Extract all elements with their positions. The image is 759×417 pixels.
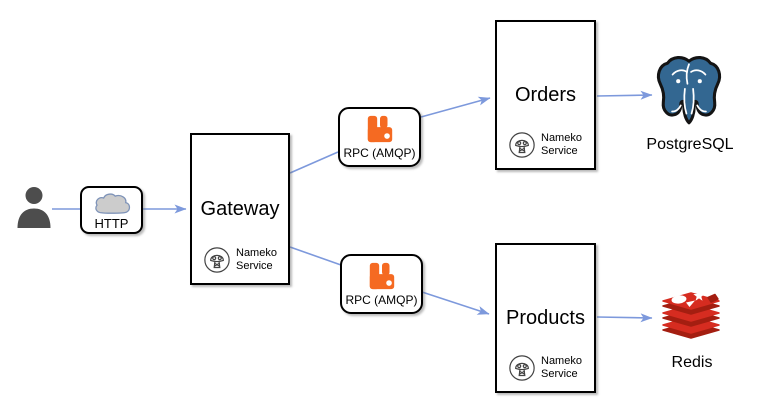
orders-service-label: Nameko Service [541, 132, 582, 157]
edge-products-to-redis [596, 313, 653, 323]
redis-label: Redis [671, 354, 713, 371]
node-gateway: Gateway Nameko Service [190, 133, 290, 285]
http-label: HTTP [94, 216, 129, 231]
node-orders: Orders Nameko Service [495, 20, 596, 170]
node-rpc-top: RPC (AMQP) [338, 107, 421, 167]
node-http: HTTP [80, 186, 143, 234]
gateway-title: Gateway [200, 198, 280, 220]
node-rpc-bottom: RPC (AMQP) [340, 254, 423, 314]
rabbitmq-icon [369, 262, 394, 290]
gateway-service-label: Nameko Service [236, 247, 277, 272]
edge-gateway-to-rpc_bottom [289, 246, 342, 266]
edge-orders-to-postgresql [596, 90, 653, 100]
cloud-icon [94, 193, 130, 214]
redis-icon [662, 290, 720, 339]
orders-nameko-badge: Nameko Service [508, 131, 587, 159]
nameko-icon [509, 132, 535, 158]
nameko-icon [509, 355, 535, 381]
postgresql-icon [656, 56, 722, 125]
node-products: Products Nameko Service [495, 243, 596, 393]
nameko-icon [204, 247, 230, 273]
products-nameko-badge: Nameko Service [508, 354, 587, 382]
gateway-nameko-badge: Nameko Service [203, 246, 282, 274]
rpc-bottom-label: RPC (AMQP) [345, 293, 418, 307]
person-icon [17, 187, 51, 228]
edge-gateway-to-rpc_top [289, 151, 339, 174]
edge-rpc_top-to-orders [420, 96, 491, 118]
postgresql-label: PostgreSQL [646, 136, 734, 153]
edge-rpc_bottom-to-products [421, 291, 490, 315]
products-title: Products [506, 307, 585, 329]
orders-title: Orders [514, 84, 577, 106]
products-service-label: Nameko Service [541, 355, 582, 380]
rabbitmq-icon [367, 115, 392, 143]
rpc-top-label: RPC (AMQP) [343, 146, 416, 160]
